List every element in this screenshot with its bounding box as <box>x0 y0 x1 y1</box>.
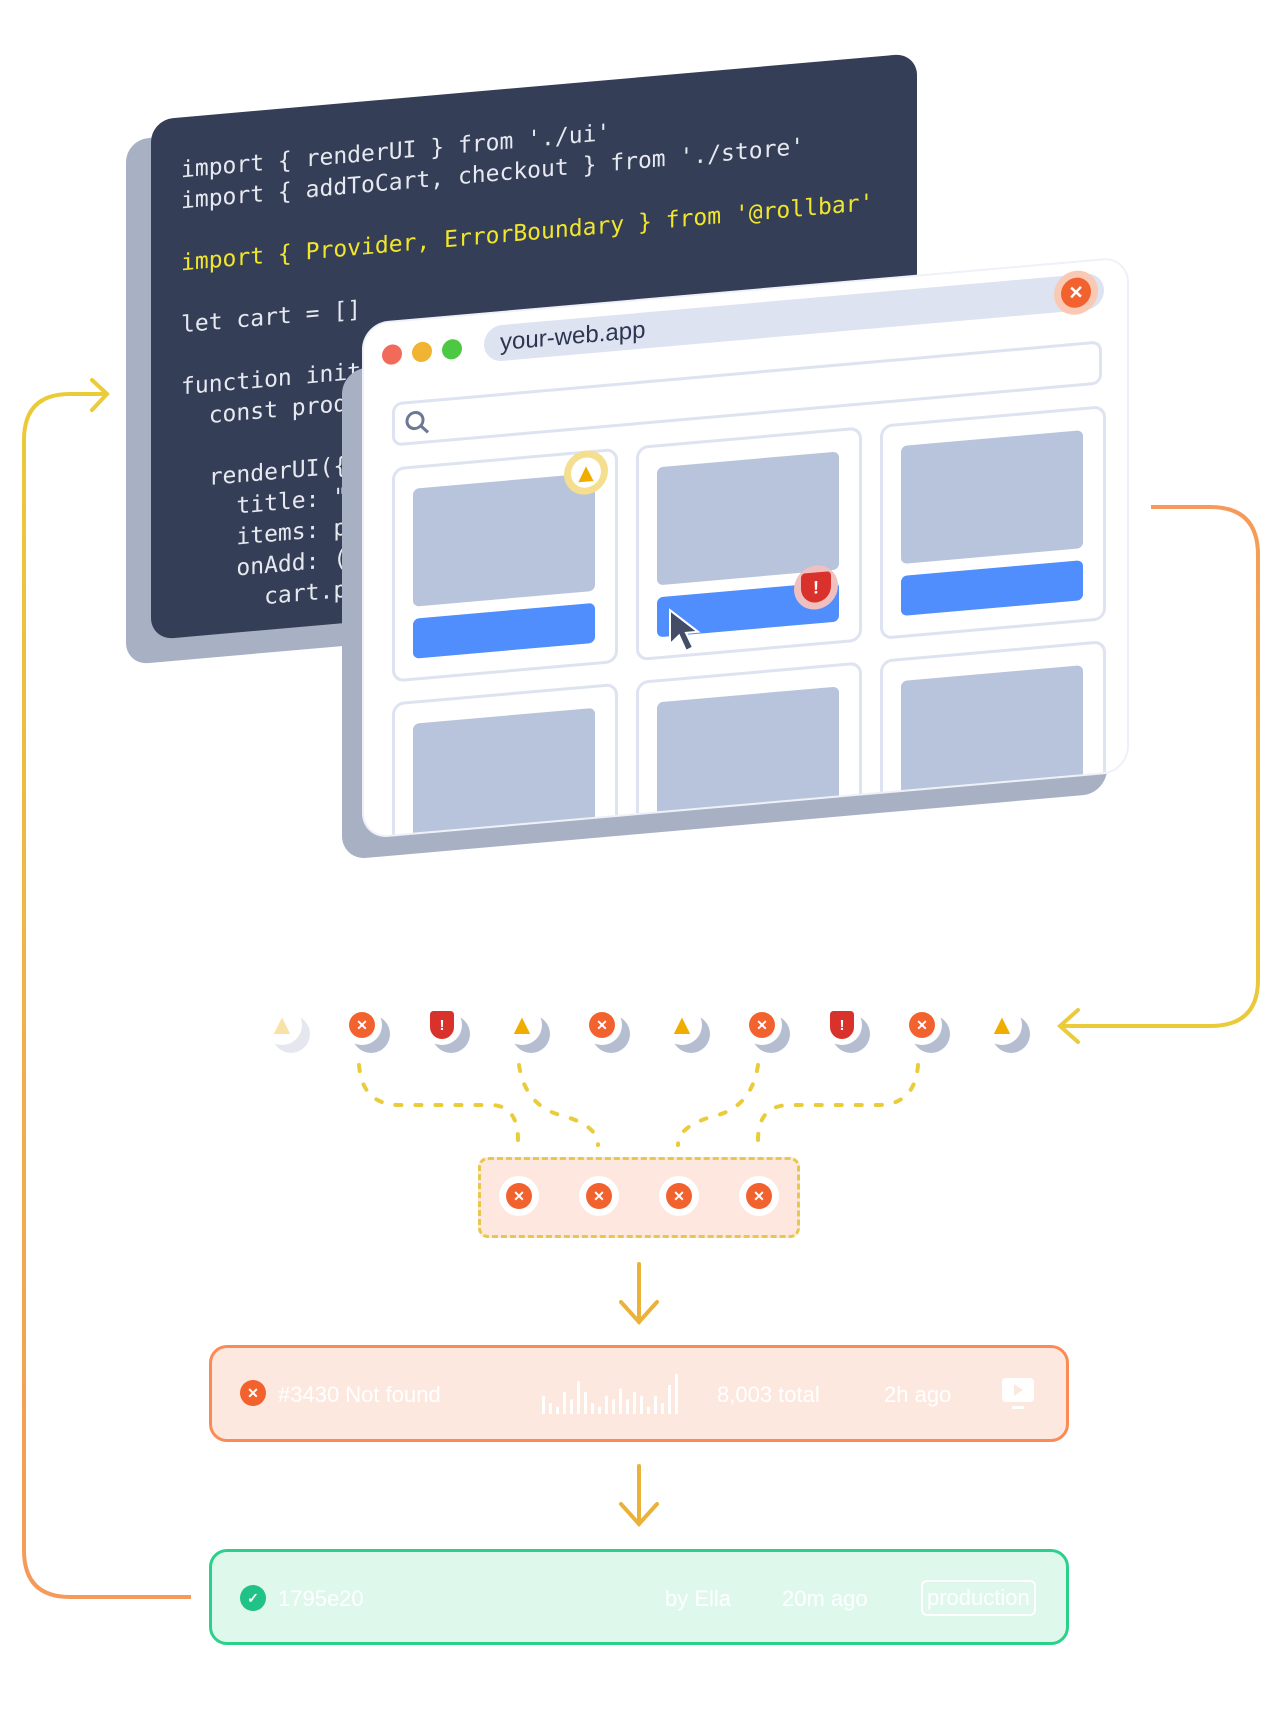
search-icon <box>405 411 430 434</box>
sparkline-bar <box>675 1374 678 1414</box>
sparkline-bar <box>556 1406 559 1414</box>
product-card[interactable] <box>880 405 1106 640</box>
close-dot[interactable] <box>382 343 402 366</box>
error-icon: ✕ <box>666 1183 692 1209</box>
error-icon: ✕ <box>506 1183 532 1209</box>
event-warning: ▲ <box>262 1005 310 1053</box>
deploy-author: by Ella <box>665 1586 732 1611</box>
check-icon: ✓ <box>240 1585 266 1611</box>
product-image <box>901 430 1083 565</box>
sparkline-bar <box>563 1392 566 1414</box>
error-icon: ✕ <box>586 1183 612 1209</box>
sparkline-bar <box>584 1392 587 1414</box>
shield-icon: ! <box>430 1011 454 1039</box>
warning-icon: ▲ <box>988 1009 1016 1040</box>
event-warning: ▲ <box>982 1005 1030 1053</box>
sparkline-bar <box>668 1384 671 1414</box>
event-warning: ▲ <box>662 1005 710 1053</box>
sparkline-bar <box>605 1395 608 1414</box>
product-image <box>413 472 595 607</box>
error-icon: ✕ <box>746 1183 772 1209</box>
event-security: ! <box>822 1005 870 1053</box>
event-error: ✕ <box>742 1005 790 1053</box>
sparkline-bar <box>633 1392 636 1414</box>
event-security: ! <box>422 1005 470 1053</box>
sparkline-bar <box>640 1395 643 1414</box>
error-icon: ✕ <box>240 1380 266 1406</box>
shield-icon: ! <box>801 571 831 604</box>
browser-window: your-web.app ✕ ▲ ! <box>364 258 1127 837</box>
code-line: let cart = [] <box>181 296 362 339</box>
sparkline-bar <box>661 1403 664 1414</box>
sparkline-bar <box>549 1403 552 1414</box>
report-line <box>1062 505 1260 1028</box>
error-icon: ✕ <box>589 1012 615 1038</box>
warning-icon: ▲ <box>268 1009 296 1040</box>
sparkline-bar <box>619 1388 622 1414</box>
grouped-error: ✕ <box>739 1176 783 1220</box>
sparkline-bar <box>570 1399 573 1414</box>
sparkline-bar <box>647 1406 650 1414</box>
environment-badge: production <box>921 1580 1036 1616</box>
warning-icon: ▲ <box>508 1009 536 1040</box>
warning-icon: ▲ <box>571 456 601 489</box>
shield-icon: ! <box>830 1011 854 1039</box>
warning-icon: ▲ <box>668 1009 696 1040</box>
grouped-error: ✕ <box>499 1176 543 1220</box>
product-card[interactable] <box>392 682 618 837</box>
occurrence-total: 8,003 total <box>717 1382 820 1407</box>
add-to-cart-button[interactable] <box>901 560 1083 617</box>
minimize-dot[interactable] <box>412 341 432 363</box>
error-icon: ✕ <box>749 1012 775 1038</box>
error-icon: ✕ <box>349 1012 375 1038</box>
event-error: ✕ <box>902 1005 950 1053</box>
error-icon: ✕ <box>909 1012 935 1038</box>
occurrence-sparkline <box>542 1374 678 1414</box>
event-error: ✕ <box>582 1005 630 1053</box>
sparkline-bar <box>542 1395 545 1414</box>
grouped-errors: ✕ ✕ ✕ ✕ <box>478 1157 800 1238</box>
sparkline-bar <box>626 1399 629 1414</box>
grouped-error: ✕ <box>659 1176 703 1220</box>
deploy-revision: 1795e20 <box>278 1586 364 1611</box>
arrow-down-icon <box>619 1262 659 1527</box>
last-seen: 2h ago <box>884 1382 952 1407</box>
add-to-cart-button[interactable] <box>413 602 595 659</box>
product-image <box>413 707 595 837</box>
sparkline-bar <box>591 1403 594 1414</box>
sparkline-bar <box>654 1395 657 1414</box>
session-replay-icon[interactable] <box>1000 1376 1036 1412</box>
error-title: #3430 Not found <box>278 1382 441 1407</box>
sparkline-bar <box>577 1381 580 1414</box>
grouped-error: ✕ <box>579 1176 623 1220</box>
feedback-loop-line <box>22 392 191 1599</box>
deploy-row[interactable]: ✓ 1795e20 by Ella 20m ago production <box>209 1549 1069 1645</box>
cursor-icon <box>669 608 701 653</box>
event-error: ✕ <box>342 1005 390 1053</box>
error-icon: ✕ <box>1061 276 1091 310</box>
sparkline-bar <box>598 1406 601 1414</box>
sparkline-bar <box>612 1399 615 1414</box>
event-warning: ▲ <box>502 1005 550 1053</box>
search-input[interactable] <box>392 340 1102 447</box>
deploy-age: 20m ago <box>782 1586 868 1611</box>
maximize-dot[interactable] <box>442 338 462 361</box>
error-item-row[interactable]: ✕ #3430 Not found 8,003 total 2h ago <box>209 1345 1069 1442</box>
